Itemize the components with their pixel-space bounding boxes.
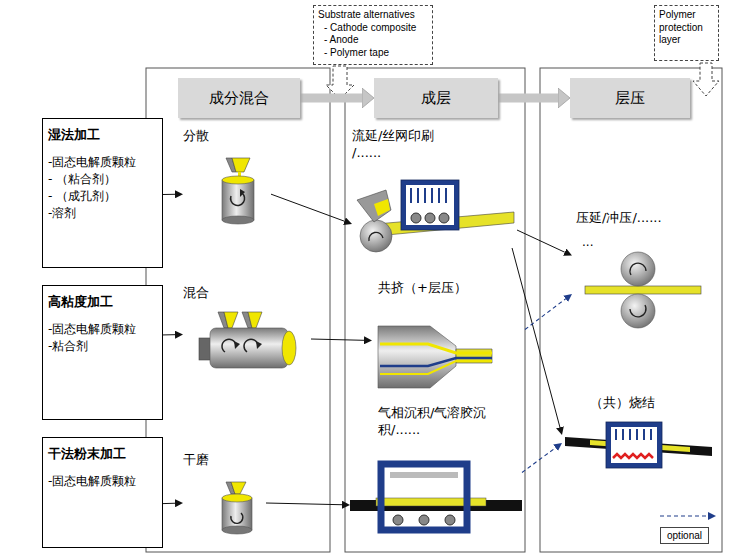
- node-title: Substrate alternatives: [318, 9, 428, 22]
- stage-arrow: [498, 94, 558, 103]
- flow-arrow: [271, 194, 344, 221]
- process-step: 干磨: [183, 452, 266, 537]
- input-box: 高粘度加工 -固态电解质颗粒-粘合剂: [42, 285, 163, 420]
- node-title: 干磨: [183, 452, 266, 469]
- flow-arrow: [517, 230, 565, 252]
- dry-mill-icon: [222, 482, 252, 534]
- node-title: 流延/丝网印刷 /......: [352, 128, 448, 162]
- input-box: 干法粉末加工 -固态电解质颗粒: [42, 437, 163, 548]
- input-arrow: [693, 63, 719, 96]
- legend-line-sample: [708, 512, 716, 520]
- flow-arrow: [522, 448, 556, 473]
- flow-arrow: [512, 248, 560, 427]
- stage-header: 层压: [570, 78, 690, 118]
- input-note: Polymer protection layer: [654, 5, 719, 61]
- node-title: 高粘度加工: [48, 293, 157, 311]
- process-step: 混合: [183, 285, 311, 375]
- process-step: 流延/丝网印刷 /......: [352, 128, 517, 248]
- stage-header: 成分混合: [178, 78, 300, 118]
- node-text: -固态电解质颗粒: [48, 321, 157, 338]
- node-text: ...: [576, 235, 705, 251]
- node-title: 成分混合: [209, 89, 269, 108]
- node-text: -固态电解质颗粒: [48, 473, 157, 490]
- input-box: 湿法加工 -固态电解质颗粒- （粘合剂）- （成孔剂）-溶剂: [42, 118, 163, 268]
- node-text: -溶剂: [48, 205, 157, 222]
- node-title: 干法粉末加工: [48, 445, 157, 463]
- deposition-chamber-icon: [350, 464, 522, 530]
- node-text: - Polymer tape: [318, 47, 428, 60]
- process-step: （共）烧结: [562, 395, 715, 475]
- process-step: 分散: [183, 128, 271, 233]
- node-title: 分散: [183, 128, 271, 145]
- node-title: 湿法加工: [48, 126, 157, 144]
- node-title: （共）烧结: [590, 395, 715, 412]
- column-panel: [345, 68, 525, 552]
- process-step: 气相沉积/气溶胶沉积/......: [350, 405, 522, 540]
- flow-arrow: [163, 503, 175, 504]
- column-panel: [540, 68, 722, 552]
- legend-text: optional: [667, 530, 702, 541]
- process-step: 共挤（+层压）: [372, 280, 525, 390]
- sintering-furnace-icon: [565, 422, 712, 468]
- node-title: 压延/冲压/......: [576, 210, 705, 227]
- input-note: Substrate alternatives- Cathode composit…: [313, 5, 433, 65]
- disperser-icon: [222, 158, 254, 224]
- node-text: - Anode: [318, 34, 428, 47]
- node-text: - （成孔剂）: [48, 188, 157, 205]
- flow-arrow: [163, 334, 175, 335]
- stage-header: 成层: [374, 78, 498, 118]
- stage-arrow: [300, 94, 362, 103]
- coextrusion-die-icon: [378, 326, 492, 388]
- flow-arrow: [311, 339, 364, 340]
- node-title: Polymer protection layer: [659, 9, 714, 47]
- flow-arrow: [525, 299, 566, 330]
- legend: optional: [660, 527, 709, 544]
- node-title: 层压: [615, 89, 645, 108]
- node-text: - Cathode composite: [318, 22, 428, 35]
- column-panel: [146, 68, 330, 552]
- node-title: 混合: [183, 285, 311, 302]
- node-text: -粘合剂: [48, 338, 157, 355]
- legend-line-sample: [660, 515, 708, 516]
- node-text: - （粘合剂）: [48, 171, 157, 188]
- tape-casting-icon: [357, 180, 514, 252]
- node-title: 成层: [421, 89, 451, 108]
- extruder-icon: [199, 312, 296, 368]
- node-title: 气相沉积/气溶胶沉积/......: [378, 405, 500, 439]
- node-text: -固态电解质颗粒: [48, 154, 157, 171]
- flow-arrow: [163, 194, 175, 195]
- calender-rolls-icon: [585, 252, 701, 328]
- node-title: 共挤（+层压）: [378, 280, 525, 297]
- process-step: 压延/冲压/.........: [572, 210, 705, 330]
- flow-arrow: [266, 503, 342, 505]
